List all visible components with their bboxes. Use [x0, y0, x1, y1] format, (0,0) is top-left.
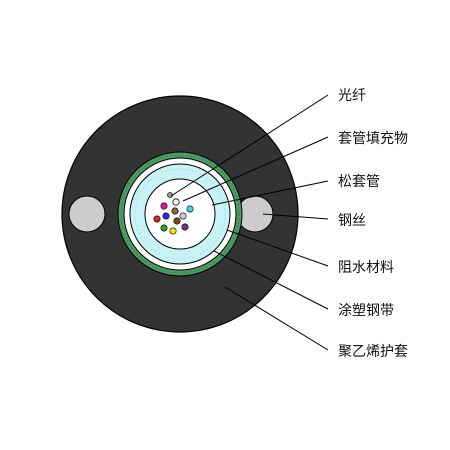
leader-loose-tube [211, 180, 329, 206]
leader-tube-filling [182, 136, 329, 202]
fiber [172, 198, 180, 206]
fiber [179, 212, 187, 220]
leader-coated-steel-tape [213, 250, 329, 310]
fiber [162, 212, 170, 220]
leader-water-blocking [226, 229, 329, 267]
tube-filling [144, 178, 216, 250]
fiber [153, 215, 161, 223]
fiber [169, 227, 177, 235]
label-loose-tube: 松套管 [338, 174, 380, 190]
label-water-blocking: 阻水材料 [338, 260, 394, 276]
leader-lines [170, 94, 329, 351]
leader-steel-wire [262, 213, 329, 220]
steel-wire-left [68, 195, 106, 233]
label-coated-steel-tape: 涂塑钢带 [338, 303, 394, 319]
label-optical-fiber: 光纤 [338, 88, 366, 104]
fiber [173, 217, 181, 225]
fiber [171, 207, 179, 215]
steel-tape-corrugation [120, 154, 240, 274]
fiber [186, 205, 194, 213]
optical-fibers [153, 192, 194, 235]
label-steel-wire: 钢丝 [338, 213, 366, 229]
leader-pe-sheath [224, 286, 329, 351]
loose-tube-pattern [134, 168, 226, 260]
leader-optical-fiber [170, 94, 329, 197]
fiber [160, 202, 168, 210]
label-pe-sheath: 聚乙烯护套 [338, 344, 408, 360]
label-tube-filling: 套管填充物 [338, 131, 408, 147]
fiber [181, 223, 189, 231]
fiber [160, 224, 168, 232]
